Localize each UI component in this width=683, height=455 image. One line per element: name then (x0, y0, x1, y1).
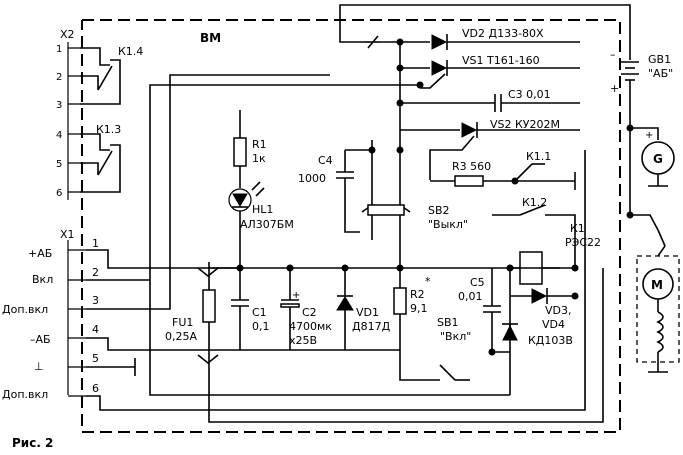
generator-plus: + (645, 130, 653, 141)
gb1-plus: + (610, 82, 619, 95)
outer-loop-2 (208, 268, 604, 423)
gb1-name: GB1 (648, 53, 671, 66)
sb1-name: SB1 (437, 316, 459, 329)
connector-x2: Х2 1 2 3 4 5 6 (56, 28, 80, 200)
diode-vd2: VD2 Д133-80Х (431, 27, 580, 50)
x1-pin-4: 4 (92, 323, 99, 336)
module-label: ВМ (200, 31, 221, 45)
module-boundary (81, 19, 621, 433)
r3-label: R3 560 (452, 160, 491, 173)
sb1-label: "Вкл" (440, 330, 471, 343)
r1-value: 1к (252, 152, 266, 165)
sb2-name: SB2 (428, 204, 450, 217)
vs2-label: VS2 КУ202М (490, 118, 560, 131)
gb1-minus: – (610, 48, 616, 61)
x1-pin-6: 6 (92, 382, 99, 395)
r2-name: R2 (410, 288, 425, 301)
vd34-type: КД103В (528, 334, 573, 347)
r2-value: 9,1 (410, 302, 428, 315)
x2-label: Х2 (60, 28, 75, 41)
vd34-name-2: VD4 (542, 318, 565, 331)
sb2-label: "Выкл" (428, 218, 468, 231)
c5-value: 0,01 (458, 290, 483, 303)
k13-label: К1.3 (96, 123, 121, 136)
relay-contacts-k14-k13: К1.4 К1.3 (80, 45, 143, 193)
fu1-name: FU1 (172, 316, 193, 329)
c4-value: 1000 (298, 172, 326, 185)
c2-value-2: х25В (289, 334, 317, 347)
k12-label: К1.2 (522, 196, 547, 209)
vd34-name: VD3, (545, 304, 572, 317)
k14-label: К1.4 (118, 45, 143, 58)
capacitor-c1: С1 0,1 (231, 268, 270, 350)
vd2-label: VD2 Д133-80Х (462, 27, 544, 40)
x1-pin-1: 1 (92, 237, 99, 250)
capacitor-c2: + С2 4700мк х25В (280, 264, 332, 350)
switch-sb2: SB2 "Выкл" (361, 140, 468, 268)
resistor-r3-k11: R3 560 К1.1 (430, 150, 576, 190)
outer-loop (149, 280, 510, 396)
vd1-type: Д817Д (352, 320, 391, 333)
hl1-type: АЛ307БМ (240, 218, 294, 231)
fuse-fu1: FU1 0,25А (165, 262, 240, 410)
capacitor-c5: С5 0,01 (458, 268, 501, 356)
x1-pin-5: 5 (92, 352, 99, 365)
zener-vd1: VD1 Д817Д (336, 264, 391, 350)
resistor-r1-led-hl1: R1 1к HL1 АЛ307БМ (228, 110, 294, 272)
vs1-label: VS1 Т161-160 (462, 54, 540, 67)
x2-pin-1: 1 (56, 44, 62, 55)
capacitor-c4: С4 1000 (298, 149, 372, 233)
vd1-name: VD1 (356, 306, 379, 319)
thyristor-vs1: VS1 Т161-160 (416, 54, 580, 89)
c2-value-1: 4700мк (289, 320, 332, 333)
c4-name: С4 (318, 154, 333, 167)
hl1-name: HL1 (252, 203, 273, 216)
r1-name: R1 (252, 138, 267, 151)
k1-type: РЭС22 (565, 236, 601, 249)
x1-signal-3: Доп.вкл (2, 303, 48, 316)
top-wiring (339, 4, 631, 160)
connector-x1: Х1 1 2 3 4 5 6 +АБ Вкл Доп.вкл –АБ ⊥ Доп… (2, 228, 99, 401)
diodes-vd3-vd4: VD3, VD4 КД103В (492, 288, 579, 395)
c1-value: 0,1 (252, 320, 270, 333)
thyristor-vs2: VS2 КУ202М (429, 118, 580, 180)
x1-signal-5: ⊥ (34, 360, 44, 373)
x2-pin-5: 5 (56, 159, 62, 170)
fu1-value: 0,25А (165, 330, 197, 343)
x2-pin-2: 2 (56, 72, 62, 83)
r2-mark: * (425, 275, 431, 288)
x2-pin-6: 6 (56, 188, 62, 199)
resistor-r2: R2 * 9,1 (393, 264, 431, 350)
figure-caption: Рис. 2 (12, 436, 53, 450)
starter-motor: М (636, 255, 680, 373)
battery-gb1: – + GB1 "АБ" (610, 48, 673, 132)
x2-pin-3: 3 (56, 100, 62, 111)
k1-name: К1 (570, 222, 585, 235)
generator-symbol: G (653, 152, 663, 166)
x1-pin-3: 3 (92, 294, 99, 307)
x1-pin-2: 2 (92, 266, 99, 279)
switch-sb1: SB1 "Вкл" (399, 316, 471, 381)
x2-pin-4: 4 (56, 130, 62, 141)
k11-label: К1.1 (526, 150, 551, 163)
x1-signal-6: Доп.вкл (2, 388, 48, 401)
c2-name: С2 (302, 306, 317, 319)
c2-plus: + (292, 290, 300, 301)
x1-signal-1: +АБ (28, 247, 52, 260)
c1-name: С1 (252, 306, 267, 319)
gb1-label: "АБ" (648, 67, 673, 80)
x1-signal-2: Вкл (32, 273, 53, 286)
x1-label: Х1 (60, 228, 75, 241)
x1-signal-4: –АБ (30, 333, 51, 346)
x1-wiring (86, 74, 586, 411)
generator-g: G + (626, 127, 675, 257)
capacitor-c3: С3 0,01 (494, 88, 580, 112)
c3-label: С3 0,01 (508, 88, 551, 101)
motor-symbol: М (651, 278, 663, 292)
c5-name: С5 (470, 276, 485, 289)
